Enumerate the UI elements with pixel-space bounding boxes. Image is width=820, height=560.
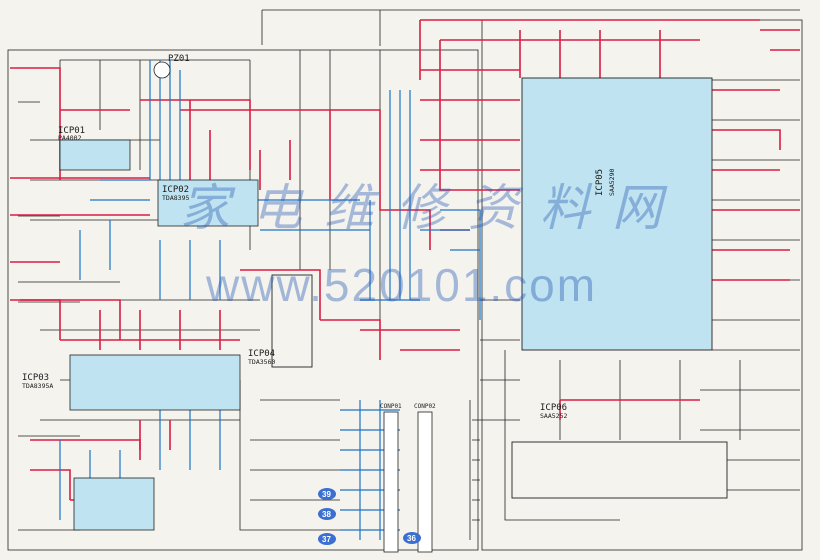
icp01-label: ICP01 — [58, 126, 85, 136]
callout-36-marker — [403, 532, 421, 544]
ic-pz01: PZ01 — [153, 54, 190, 79]
conp01-label: CONP01 — [380, 403, 402, 410]
conp02-body — [417, 411, 433, 553]
ic-icp04: ICP04 TDA3560 — [248, 274, 313, 368]
callouts: 39 38 37 36 — [318, 488, 421, 545]
callout-36: 36 — [403, 532, 421, 544]
icp02-part: TDA8395 — [162, 194, 189, 202]
icp04-body — [271, 274, 313, 368]
callout-39-marker — [318, 488, 336, 500]
callout-37-marker — [318, 533, 336, 545]
connectors: CONP01 CONP02 — [380, 403, 436, 553]
callout-38-marker — [318, 508, 336, 520]
frame-left — [7, 49, 479, 551]
callout-38-text: 38 — [322, 510, 331, 519]
callout-38: 38 — [318, 508, 336, 520]
icp06-label: ICP06 — [540, 403, 567, 413]
callout-36-text: 36 — [407, 534, 416, 543]
callout-37: 37 — [318, 533, 336, 545]
icp06-body — [511, 441, 728, 499]
ic-blocks: PZ01 ICP01 PA4002 ICP02 TDA8395 ICP03 TD… — [22, 54, 728, 531]
pz01-symbol — [153, 61, 171, 79]
icp04-label: ICP04 — [248, 349, 275, 359]
watermark-chinese: 家电维修资料网 — [180, 179, 684, 237]
icp06-part: SAA5252 — [540, 412, 567, 420]
watermark-url: www.520101.com — [206, 259, 598, 311]
ic-icp05: ICP05 SAA5290 — [521, 77, 713, 351]
ic-icp06: ICP06 SAA5252 — [511, 403, 728, 499]
ic-icp01: ICP01 PA4002 — [58, 126, 131, 171]
icp04-part: TDA3560 — [248, 358, 275, 366]
icp05-label: ICP05 — [595, 169, 605, 196]
ic-icp02: ICP02 TDA8395 — [157, 179, 259, 227]
callout-39-text: 39 — [322, 490, 331, 499]
ic-lower-left — [73, 477, 155, 531]
lower-left-ic-body — [73, 477, 155, 531]
callout-39: 39 — [318, 488, 336, 500]
icp05-part: SAA5290 — [608, 169, 616, 196]
pz01-label: PZ01 — [168, 54, 190, 64]
icp03-label: ICP03 — [22, 373, 49, 383]
icp01-body — [59, 139, 131, 171]
connector-conp01: CONP01 — [380, 403, 402, 553]
conp02-label: CONP02 — [414, 403, 436, 410]
icp03-body — [69, 354, 241, 411]
icp02-body — [157, 179, 259, 227]
icp01-part: PA4002 — [58, 134, 82, 142]
ic-icp03: ICP03 TDA8395A — [22, 354, 241, 411]
icp05-body — [521, 77, 713, 351]
icp02-label: ICP02 — [162, 185, 189, 195]
connector-conp02: CONP02 — [414, 403, 436, 553]
callout-37-text: 37 — [322, 535, 331, 544]
icp03-part: TDA8395A — [22, 382, 53, 390]
conp01-body — [383, 411, 399, 553]
